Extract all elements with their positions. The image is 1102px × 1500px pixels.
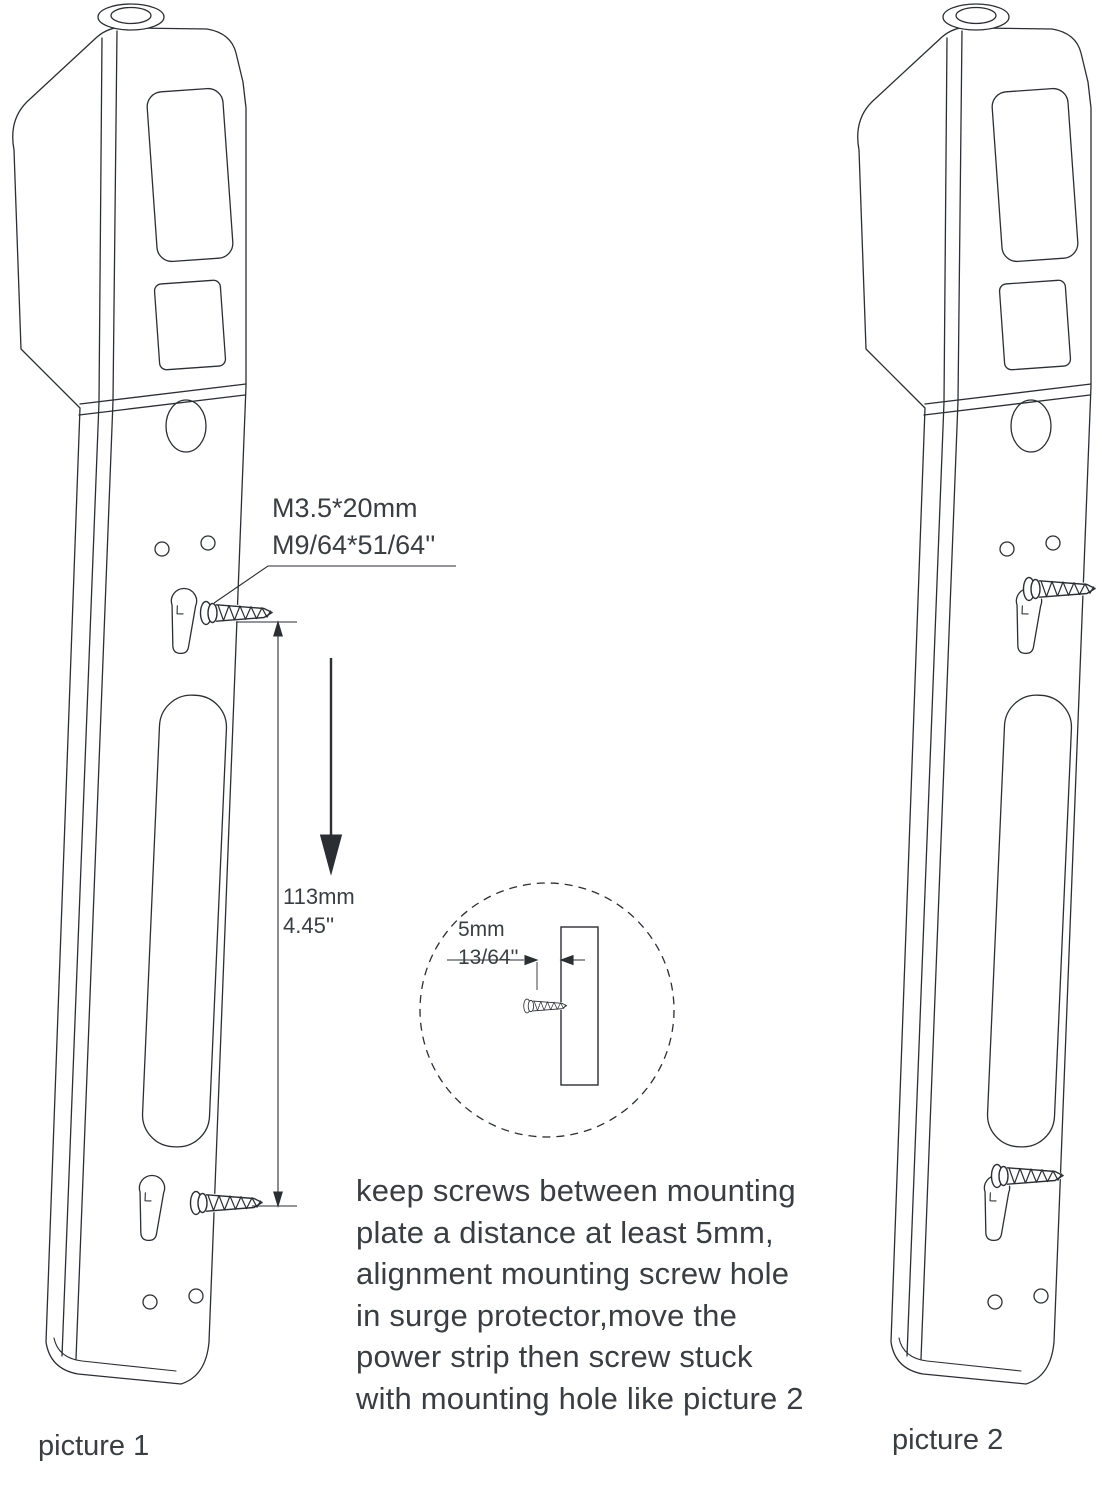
instruction-line: plate a distance at least 5mm, (356, 1214, 774, 1250)
screw-spec-label: M3.5*20mm M9/64*51/64'' (272, 490, 435, 564)
detail-gap-imperial: 13/64'' (458, 946, 519, 969)
screw-spec-imperial: M9/64*51/64'' (272, 530, 436, 560)
screw-spec-metric: M3.5*20mm (272, 493, 418, 523)
detail-gap-label: 5mm 13/64'' (458, 916, 519, 972)
vertical-dimension-imperial: 4.45'' (283, 913, 335, 938)
detail-arrowhead-left (559, 954, 574, 966)
detail-gap-metric: 5mm (458, 918, 505, 941)
caption-picture-2: picture 2 (892, 1424, 1004, 1456)
detail-circle-icon (419, 882, 675, 1138)
instruction-line: power strip then screw stuck (356, 1339, 753, 1374)
vertical-dimension-label: 113mm 4.45'' (283, 882, 355, 940)
down-arrow-icon (319, 834, 343, 876)
leader-line-screw-spec (213, 565, 456, 604)
dimension-arrowhead-down (273, 1191, 283, 1208)
instruction-line: keep screws between mounting (356, 1173, 796, 1208)
instruction-text: keep screws between mounting plate a dis… (356, 1170, 856, 1419)
instruction-line: in surge protector,move the (356, 1297, 738, 1333)
dimension-arrowhead-up (273, 620, 283, 637)
detail-arrowhead-right (524, 954, 539, 966)
instruction-line: alignment mounting screw hole (356, 1256, 790, 1291)
vertical-dimension-metric: 113mm (283, 884, 355, 909)
instruction-line: with mounting hole like picture 2 (356, 1380, 804, 1416)
caption-picture-1: picture 1 (38, 1430, 150, 1462)
